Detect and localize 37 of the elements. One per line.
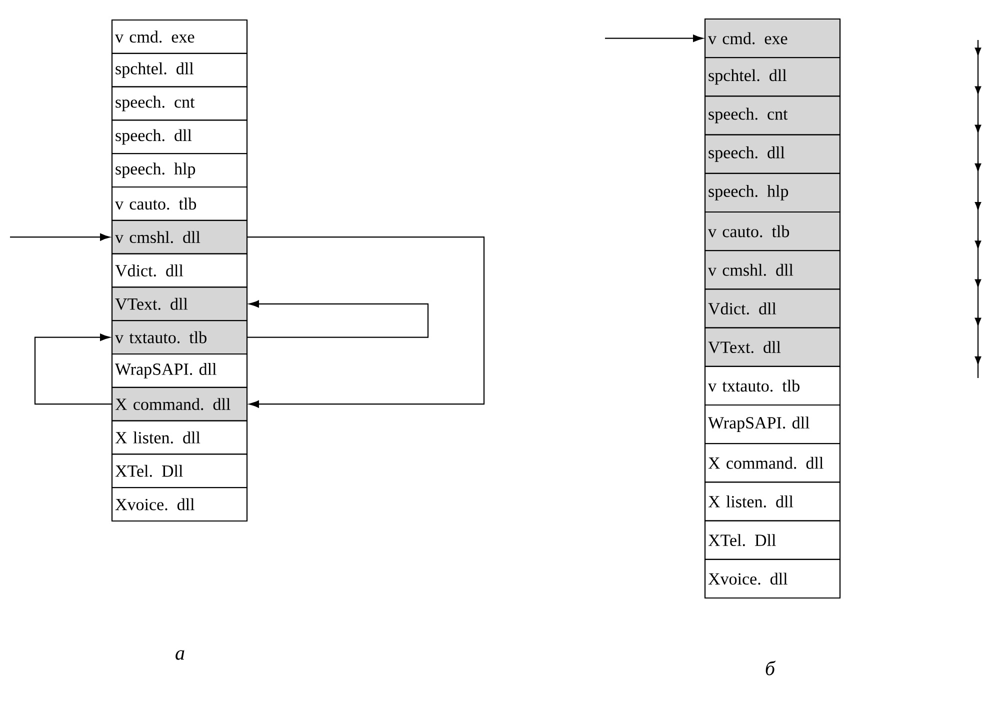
file-row: v cmd. exe [704, 18, 841, 58]
file-row: VText. dll [111, 286, 248, 322]
file-row: XTel. Dll [704, 520, 841, 560]
file-row: speech. hlp [704, 172, 841, 213]
file-row: Vdict. dll [704, 288, 841, 328]
file-row: X listen. dll [704, 482, 841, 522]
file-row: v cmd. exe [111, 19, 248, 54]
arrow [605, 34, 704, 42]
file-row: Xvoice. dll [111, 487, 248, 522]
file-row: speech. hlp [111, 153, 248, 188]
file-row: speech. cnt [704, 96, 841, 136]
arrow [10, 233, 110, 241]
file-row: spchtel. dll [111, 52, 248, 88]
file-row: Xvoice. dll [704, 558, 841, 599]
file-row: Vdict. dll [111, 253, 248, 288]
file-row: v cauto. tlb [111, 186, 248, 221]
file-row: v cmshl. dll [111, 220, 248, 254]
file-row: WrapSAPI. dll [111, 353, 248, 388]
file-row: VText. dll [704, 327, 841, 367]
file-row: X listen. dll [111, 420, 248, 455]
file-row: X command. dll [704, 443, 841, 483]
file-row: v txtauto. tlb [704, 366, 841, 406]
file-row: X command. dll [111, 386, 248, 422]
file-row: speech. dll [704, 134, 841, 174]
file-row: WrapSAPI. dll [704, 404, 841, 444]
arrow [247, 300, 429, 338]
file-row: v txtauto. tlb [111, 320, 248, 355]
arrow [247, 236, 485, 408]
file-row: speech. dll [111, 120, 248, 154]
panel-label: а [176, 650, 184, 660]
file-row: XTel. Dll [111, 454, 248, 488]
file-row: v cauto. tlb [704, 211, 841, 252]
file-row: spchtel. dll [704, 57, 841, 97]
arrow [34, 334, 112, 405]
panel-label: б [766, 660, 776, 676]
file-row: v cmshl. dll [704, 250, 841, 290]
file-row: speech. cnt [111, 86, 248, 121]
